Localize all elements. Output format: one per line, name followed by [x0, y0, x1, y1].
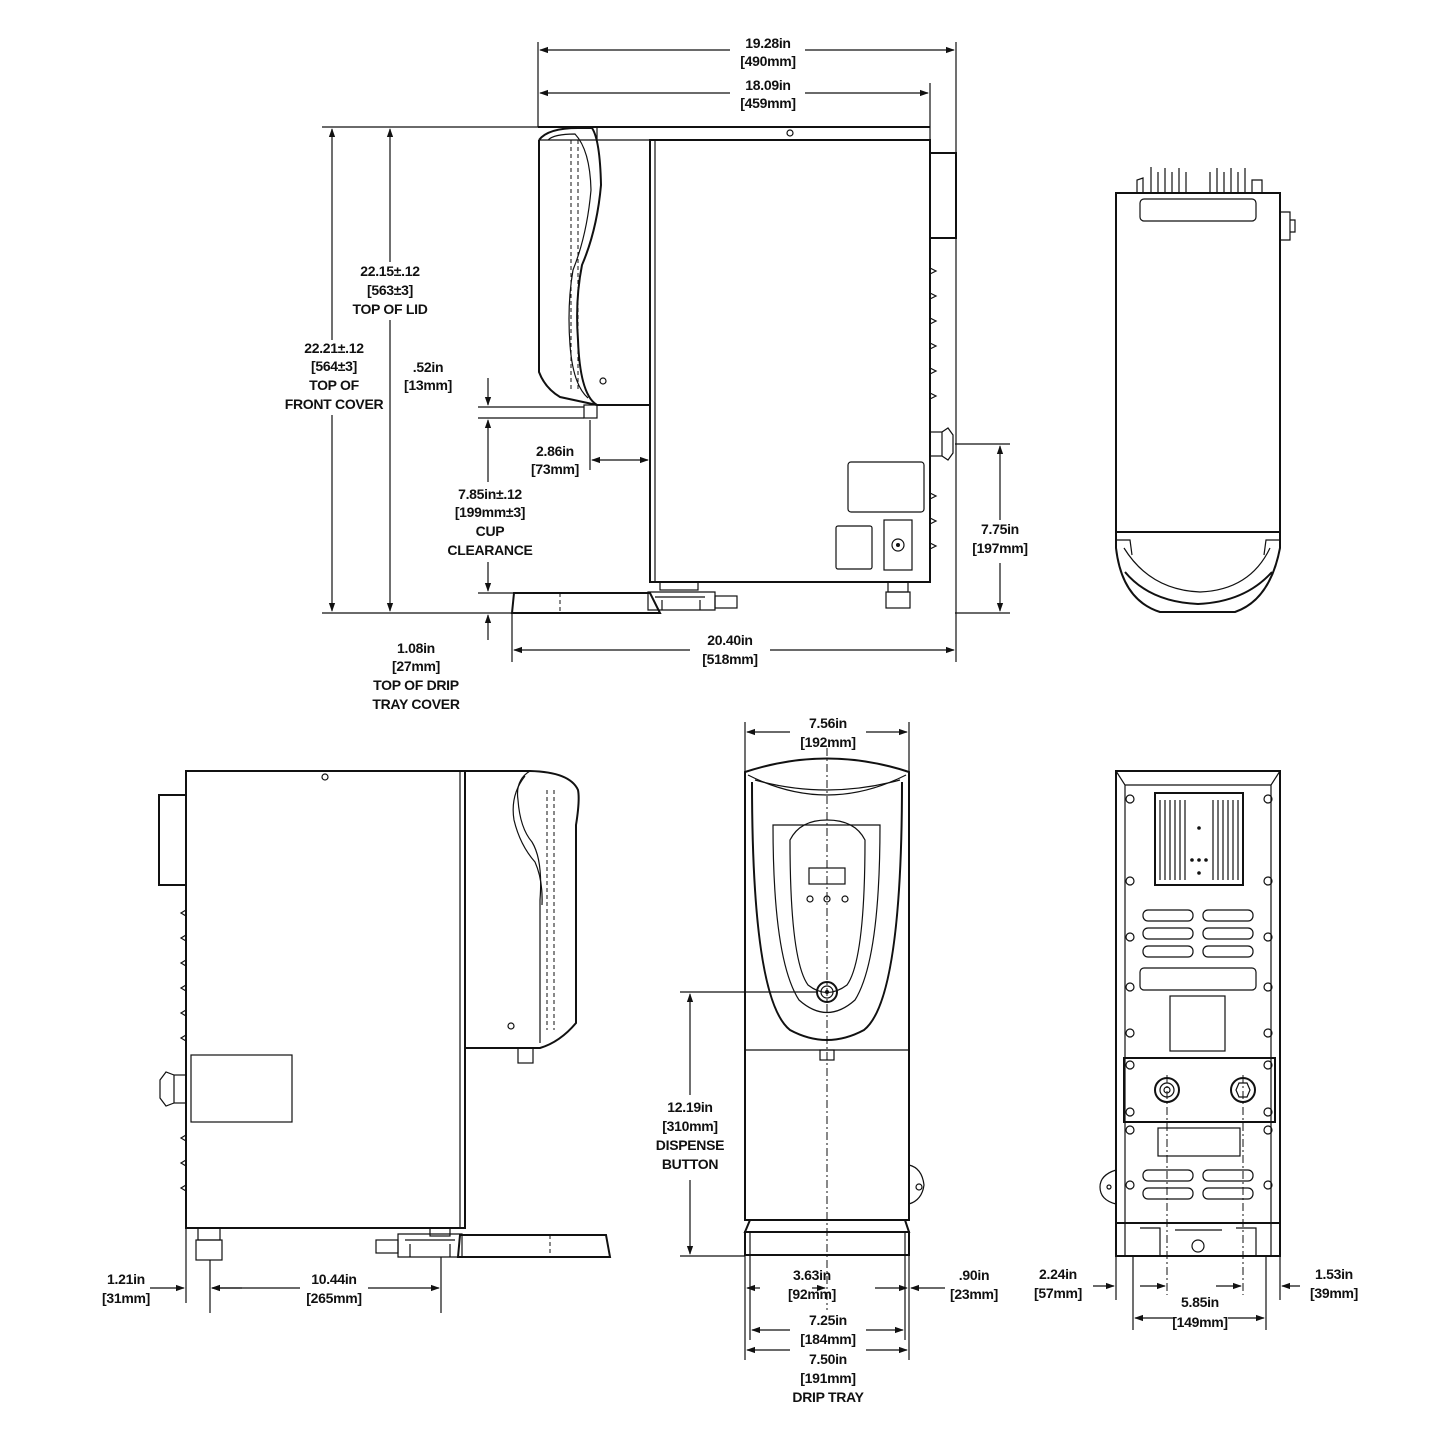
dimension-labels: 19.28in [490mm] 18.09in [459mm] 22.15±.1… — [102, 35, 1358, 1405]
left-inlet-offset-in: 2.24in — [1039, 1266, 1077, 1282]
overall-depth-in: 20.40in — [707, 632, 752, 648]
dispense-button-in: 12.19in — [667, 1099, 712, 1115]
dispense-button-mm: [310mm] — [662, 1118, 717, 1134]
body-width-in: 18.09in — [745, 77, 790, 93]
side-view-right — [510, 126, 957, 614]
front-view — [743, 748, 925, 1310]
cup-clearance-label-1: CUP — [476, 523, 505, 539]
foot-offset-front-in: 3.63in — [793, 1267, 831, 1283]
cup-clearance-label-2: CLEARANCE — [447, 542, 532, 558]
side-offset-in: .90in — [959, 1267, 989, 1283]
drip-tray-cover-label-2: TRAY COVER — [372, 696, 459, 712]
foot-spacing-in: 10.44in — [311, 1271, 356, 1287]
top-of-lid-mm: [563±3] — [367, 282, 413, 298]
top-of-lid-label: TOP OF LID — [352, 301, 427, 317]
overall-width-mm: [490mm] — [740, 53, 795, 69]
rear-height-mm: [197mm] — [972, 540, 1027, 556]
overall-width-in: 19.28in — [745, 35, 790, 51]
rear-height-in: 7.75in — [981, 521, 1019, 537]
drip-tray-cover-in: 1.08in — [397, 640, 435, 656]
base-width-mm: [184mm] — [800, 1331, 855, 1347]
right-inlet-offset-in: 1.53in — [1315, 1266, 1353, 1282]
front-cover-in: 22.21±.12 — [304, 340, 364, 356]
dispense-button-label-2: BUTTON — [662, 1156, 718, 1172]
spout-offset-in: .52in — [413, 359, 443, 375]
front-width-mm: [192mm] — [800, 734, 855, 750]
inlet-spacing-mm: [149mm] — [1172, 1314, 1227, 1330]
rear-view-bottom — [1099, 770, 1281, 1257]
front-cover-label-1: TOP OF — [309, 377, 360, 393]
drip-tray-cover-label-1: TOP OF DRIP — [373, 677, 459, 693]
body-width-mm: [459mm] — [740, 95, 795, 111]
dimension-lines — [150, 42, 1300, 1360]
top-of-lid-in: 22.15±.12 — [360, 263, 420, 279]
drip-tray-width-in: 7.50in — [809, 1351, 847, 1367]
inlet-spacing-in: 5.85in — [1181, 1294, 1219, 1310]
dispense-button-label-1: DISPENSE — [656, 1137, 724, 1153]
drip-tray-width-mm: [191mm] — [800, 1370, 855, 1386]
front-width-in: 7.56in — [809, 715, 847, 731]
left-inlet-offset-mm: [57mm] — [1034, 1285, 1082, 1301]
drip-tray-cover-mm: [27mm] — [392, 658, 440, 674]
foot-spacing-mm: [265mm] — [306, 1290, 361, 1306]
rear-overhang-mm: [31mm] — [102, 1290, 150, 1306]
foot-offset-front-mm: [92mm] — [788, 1286, 836, 1302]
rear-view-top — [1115, 167, 1296, 613]
drip-tray-width-label: DRIP TRAY — [792, 1389, 864, 1405]
overall-depth-mm: [518mm] — [702, 651, 757, 667]
front-cover-label-2: FRONT COVER — [285, 396, 384, 412]
front-cover-mm: [564±3] — [311, 358, 357, 374]
spout-depth-mm: [73mm] — [531, 461, 579, 477]
side-view-left — [158, 770, 612, 1261]
cup-clearance-in: 7.85in±.12 — [458, 486, 522, 502]
side-offset-mm: [23mm] — [950, 1286, 998, 1302]
right-inlet-offset-mm: [39mm] — [1310, 1285, 1358, 1301]
cup-clearance-mm: [199mm±3] — [455, 504, 525, 520]
spout-offset-mm: [13mm] — [404, 377, 452, 393]
spout-depth-in: 2.86in — [536, 443, 574, 459]
rear-overhang-in: 1.21in — [107, 1271, 145, 1287]
base-width-in: 7.25in — [809, 1312, 847, 1328]
